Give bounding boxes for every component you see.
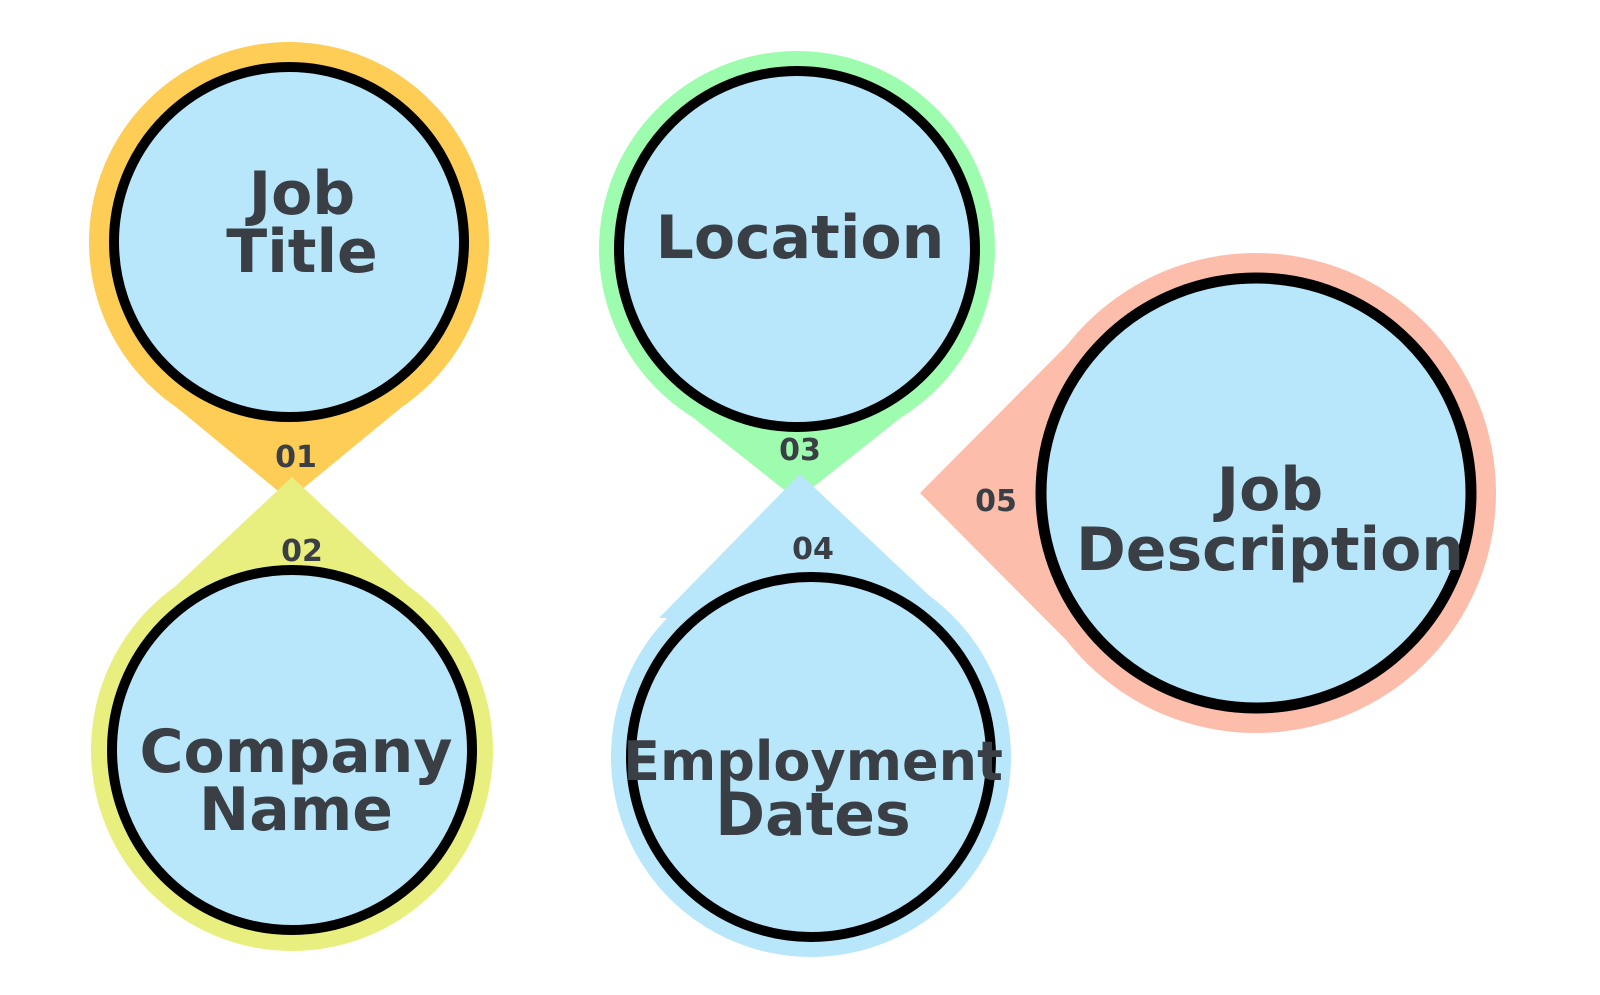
node-04-pointer (659, 474, 953, 618)
node-03-location: Location 03 (599, 51, 995, 500)
node-03-label-line-1: Location (656, 203, 945, 273)
node-04-label-line-1: Employment (623, 730, 1003, 793)
node-01-job-title: Job Title 01 (89, 42, 489, 500)
node-04-number: 04 (792, 532, 834, 567)
node-02-number: 02 (281, 534, 323, 569)
node-05-pointer (920, 325, 1087, 661)
node-05-job-description: Job Description 05 (920, 253, 1496, 733)
node-01-number: 01 (275, 440, 317, 475)
node-02-pointer (150, 477, 434, 610)
node-02-label-line-1: Company (139, 717, 452, 787)
node-05-circle (1035, 272, 1477, 714)
node-01-label-line-1: Job (245, 159, 356, 229)
node-04-circle (626, 572, 996, 942)
node-05-label-line-2: Description (1076, 515, 1464, 585)
node-04-employment-dates: Employment Dates 04 (611, 474, 1011, 957)
node-05-number: 05 (975, 484, 1017, 519)
node-01-label-line-2: Title (226, 217, 377, 287)
node-01-circle (109, 62, 469, 422)
node-02-circle (107, 565, 477, 935)
node-02-company-name: Company Name 02 (91, 477, 493, 951)
node-01-pointer (147, 383, 431, 500)
node-03-number: 03 (779, 433, 821, 468)
node-04-label-line-2: Dates (715, 780, 910, 850)
node-03-circle (614, 66, 980, 432)
node-02-label-line-2: Name (199, 775, 393, 845)
node-05-label-line-1: Job (1213, 455, 1324, 525)
